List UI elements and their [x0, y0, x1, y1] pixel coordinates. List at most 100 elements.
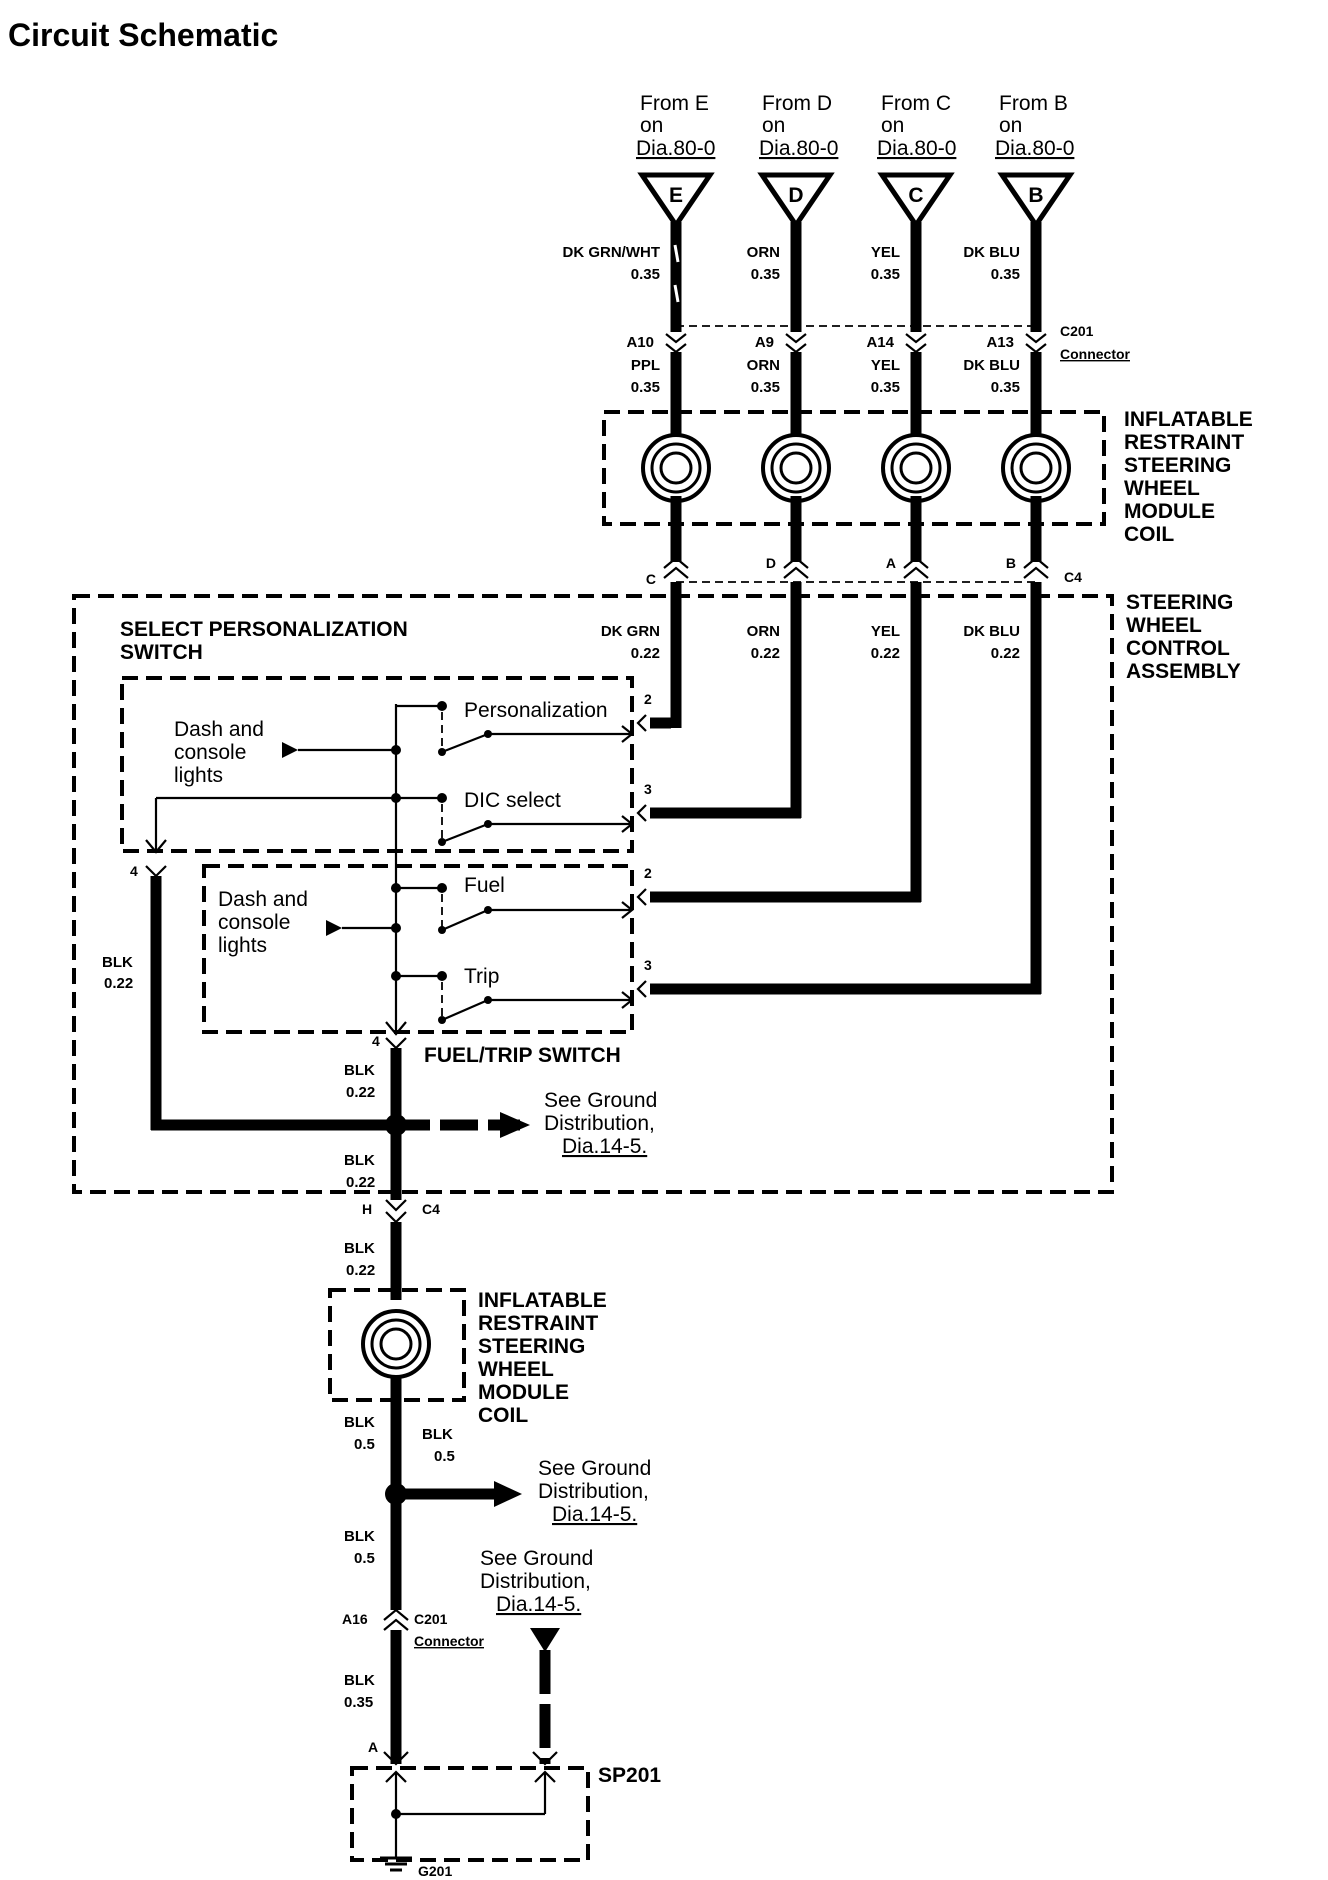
ground-icon: G201 — [380, 1850, 452, 1879]
dash-lights-lower: Dash and console lights — [218, 888, 396, 957]
c201-connector-bottom: A16 C201 Connector BLK 0.35 — [342, 1608, 485, 1764]
wires-to-c4 — [670, 496, 1042, 562]
svg-text:BLK: BLK — [102, 954, 133, 971]
svg-text:ORN: ORN — [747, 244, 780, 261]
coil-top-3 — [881, 433, 951, 503]
svg-text:ORN: ORN — [747, 623, 780, 640]
svg-text:3: 3 — [644, 957, 652, 973]
switch-dic-select: DIC select — [438, 789, 634, 846]
svg-text:console: console — [174, 741, 246, 764]
svg-text:Dia.14-5.: Dia.14-5. — [552, 1503, 637, 1526]
ground-ref-1: See Ground Distribution, Dia.14-5. — [385, 1089, 657, 1158]
svg-text:A: A — [368, 1739, 378, 1755]
svg-text:Dia.80-0: Dia.80-0 — [759, 137, 838, 160]
page-title: Circuit Schematic — [8, 17, 278, 53]
svg-text:YEL: YEL — [871, 357, 900, 374]
svg-text:0.22: 0.22 — [346, 1174, 375, 1191]
svg-text:ASSEMBLY: ASSEMBLY — [1126, 660, 1241, 683]
svg-text:BLK: BLK — [344, 1152, 375, 1169]
svg-text:WHEEL: WHEEL — [478, 1358, 554, 1381]
svg-text:4: 4 — [372, 1033, 380, 1049]
svg-text:A16: A16 — [342, 1611, 368, 1627]
svg-text:E: E — [669, 184, 683, 207]
svg-text:0.35: 0.35 — [631, 266, 660, 283]
svg-text:C4: C4 — [422, 1201, 440, 1217]
switch-personalization: Personalization — [438, 699, 634, 756]
svg-text:on: on — [762, 114, 785, 137]
svg-text:0.35: 0.35 — [991, 379, 1020, 396]
svg-text:DK BLU: DK BLU — [963, 357, 1020, 374]
source-c-triangle: C — [877, 172, 955, 230]
svg-text:CONTROL: CONTROL — [1126, 637, 1230, 660]
svg-text:console: console — [218, 911, 290, 934]
svg-text:0.35: 0.35 — [751, 266, 780, 283]
svg-text:RESTRAINT: RESTRAINT — [1124, 431, 1244, 454]
svg-text:G201: G201 — [418, 1863, 452, 1879]
coil-top-label: INFLATABLE RESTRAINT STEERING WHEEL MODU… — [1124, 408, 1253, 546]
svg-text:0.35: 0.35 — [344, 1694, 373, 1711]
source-d-label: From D on Dia.80-0 — [759, 92, 838, 160]
svg-text:BLK: BLK — [422, 1426, 453, 1443]
svg-text:C: C — [646, 571, 656, 587]
svg-text:D: D — [788, 184, 803, 207]
svg-text:D: D — [766, 555, 776, 571]
svg-text:STEERING: STEERING — [1124, 454, 1231, 477]
internal-wire-labels: DK GRN 0.22 ORN 0.22 YEL 0.22 DK BLU 0.2… — [601, 623, 1020, 662]
svg-text:BLK: BLK — [344, 1528, 375, 1545]
svg-text:Dia.80-0: Dia.80-0 — [877, 137, 956, 160]
fuel-trip-switch-label: FUEL/TRIP SWITCH — [424, 1044, 621, 1067]
svg-text:0.22: 0.22 — [751, 645, 780, 662]
svg-text:C4: C4 — [1064, 569, 1082, 585]
svg-text:on: on — [640, 114, 663, 137]
svg-text:H: H — [362, 1201, 372, 1217]
internal-wires — [650, 582, 1042, 995]
svg-text:Trip: Trip — [464, 965, 499, 988]
wires-after-c201 — [670, 352, 1042, 440]
svg-text:Dia.80-0: Dia.80-0 — [995, 137, 1074, 160]
svg-text:See Ground: See Ground — [544, 1089, 657, 1112]
svg-text:YEL: YEL — [871, 244, 900, 261]
svg-text:Fuel: Fuel — [464, 874, 505, 897]
svg-text:Connector: Connector — [1060, 346, 1131, 362]
svg-text:0.22: 0.22 — [346, 1084, 375, 1101]
svg-text:0.5: 0.5 — [434, 1448, 455, 1465]
ground-ref-3: See Ground Distribution, Dia.14-5. — [480, 1547, 593, 1764]
svg-text:INFLATABLE: INFLATABLE — [478, 1289, 607, 1312]
source-b-triangle: B — [997, 172, 1075, 230]
svg-text:From E: From E — [640, 92, 709, 115]
svg-text:RESTRAINT: RESTRAINT — [478, 1312, 598, 1335]
svg-text:B: B — [1006, 555, 1016, 571]
ground-ref-2: See Ground Distribution, Dia.14-5. — [385, 1457, 651, 1526]
svg-text:lights: lights — [218, 934, 267, 957]
select-switch-ground-branch: 4 BLK 0.22 — [102, 796, 396, 1131]
svg-text:DK BLU: DK BLU — [963, 244, 1020, 261]
svg-text:3: 3 — [644, 781, 652, 797]
svg-text:lights: lights — [174, 764, 223, 787]
svg-text:COIL: COIL — [478, 1404, 528, 1427]
svg-text:DIC select: DIC select — [464, 789, 561, 812]
svg-text:BLK: BLK — [344, 1414, 375, 1431]
svg-text:on: on — [881, 114, 904, 137]
wire-labels-after-c201: PPL 0.35 ORN 0.35 YEL 0.35 DK BLU 0.35 — [631, 357, 1020, 396]
svg-text:0.5: 0.5 — [354, 1550, 375, 1567]
svg-text:2: 2 — [644, 865, 652, 881]
svg-text:INFLATABLE: INFLATABLE — [1124, 408, 1253, 431]
svg-text:From B: From B — [999, 92, 1068, 115]
svg-text:BLK: BLK — [344, 1062, 375, 1079]
svg-text:DK BLU: DK BLU — [963, 623, 1020, 640]
dash-lights-upper: Dash and console lights — [174, 718, 396, 787]
sp201-splice: A SP201 — [350, 1739, 661, 1862]
assembly-label: STEERING WHEEL CONTROL ASSEMBLY — [1126, 591, 1241, 683]
c201-pin-labels: A10 A9 A14 A13 — [626, 334, 1014, 351]
svg-text:C201: C201 — [1060, 323, 1094, 339]
svg-text:on: on — [999, 114, 1022, 137]
svg-text:PPL: PPL — [631, 357, 660, 374]
svg-text:YEL: YEL — [871, 623, 900, 640]
svg-text:0.22: 0.22 — [871, 645, 900, 662]
source-d-triangle: D — [757, 172, 835, 230]
source-e-triangle: E — [637, 172, 715, 230]
top-wires — [670, 222, 1042, 332]
switch-common-bus — [385, 701, 447, 1036]
svg-text:STEERING: STEERING — [478, 1335, 585, 1358]
svg-text:DK GRN/WHT: DK GRN/WHT — [563, 244, 661, 261]
